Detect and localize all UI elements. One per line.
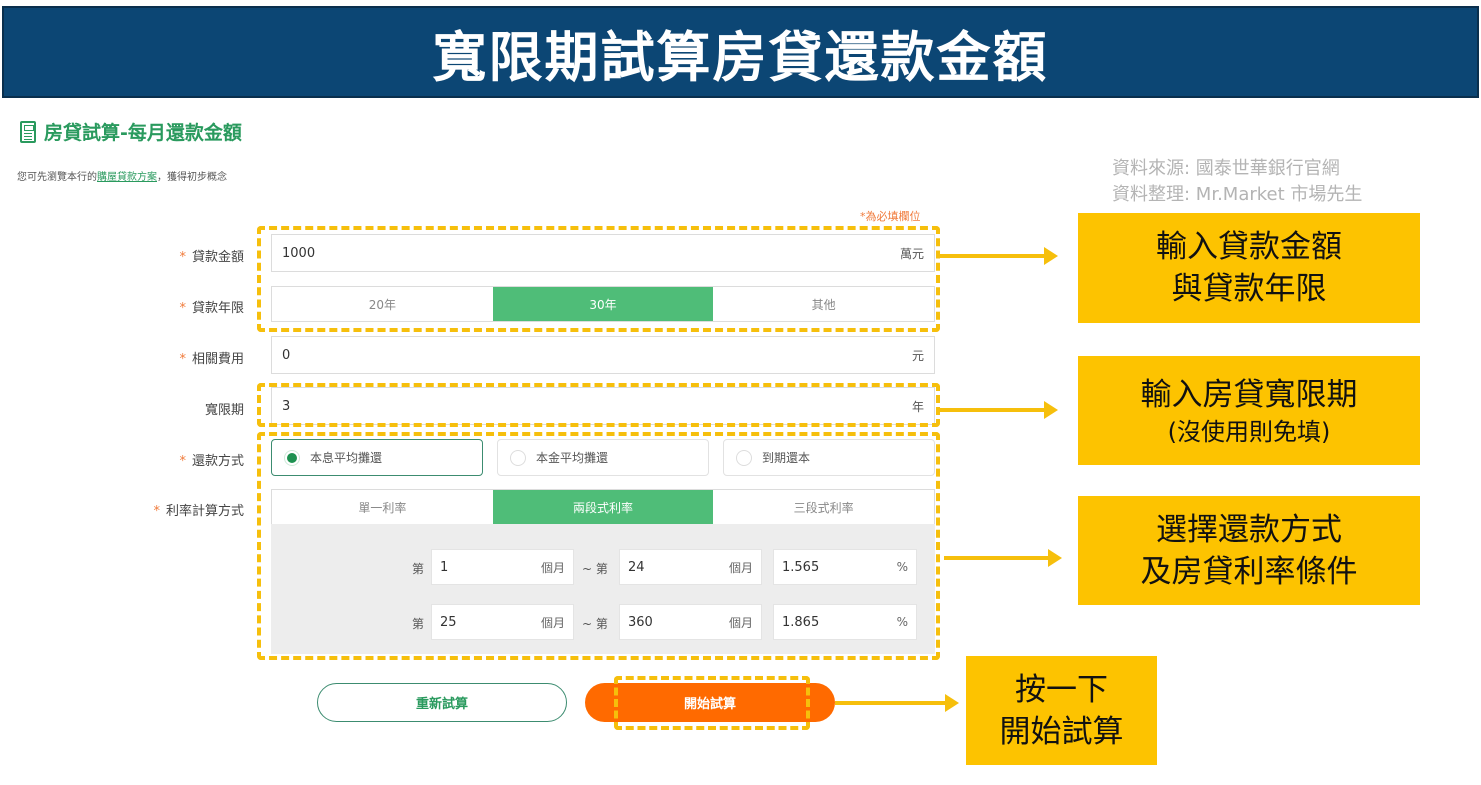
loan-amount-label-text: 貸款金額 [191,250,244,265]
tier-2-to-value: 360 [628,614,653,630]
loan-term-selector: 20年 30年 其他 [271,286,935,322]
rate-method-label: * 利率計算方式 [124,500,244,519]
section-title-text: 房貸試算-每月還款金額 [44,122,242,144]
repayment-option-bullet[interactable]: 到期還本 [723,439,935,476]
source-line-1: 資料來源: 國泰世華銀行官網 [1112,158,1340,179]
repayment-option-label: 到期還本 [762,451,811,465]
required-star: * [153,504,160,519]
rate-method-selector: 單一利率 兩段式利率 三段式利率 [271,489,935,525]
tier-1-rate-value: 1.565 [782,559,820,575]
grace-period-input[interactable]: 3 年 [271,387,935,425]
tier-2-from-input[interactable]: 25 個月 [431,604,574,640]
loan-amount-unit: 萬元 [899,246,924,261]
callout-line-1: 選擇還款方式 [1156,511,1342,548]
banner: 寬限期試算房貸還款金額 [2,6,1479,98]
arrow-right-icon [944,549,1062,567]
grace-label-text: 寬限期 [204,403,244,418]
calculator-icon [20,120,36,143]
repayment-label-text: 還款方式 [191,454,244,469]
fees-value: 0 [282,347,291,363]
reset-button[interactable]: 重新試算 [317,683,567,722]
tier-1-rate-input[interactable]: 1.565 % [773,549,917,585]
repayment-option-equal-principal[interactable]: 本金平均攤還 [497,439,709,476]
tier-1-rate-unit: % [896,560,908,574]
callout-line-2: (沒使用則免填) [1167,417,1331,446]
callout-line-2: 與貸款年限 [1171,271,1327,307]
fees-label-text: 相關費用 [191,352,244,367]
tier-2-to-input[interactable]: 360 個月 [619,604,762,640]
required-star: * [179,352,186,367]
required-star: * [179,454,186,469]
repayment-option-label: 本息平均攤還 [310,451,383,465]
callout-line-2: 及房貸利率條件 [1140,553,1358,590]
tier-2-sep: ~ 第 [582,617,608,631]
tier-1-from-value: 1 [440,559,449,575]
tier-1-to-input[interactable]: 24 個月 [619,549,762,585]
intro-suffix: ，獲得初步概念 [157,172,227,183]
start-calculation-button[interactable]: 開始試算 [585,683,835,722]
required-star: * [179,301,186,316]
loan-term-label: * 貸款年限 [124,297,244,316]
tier-1-from-input[interactable]: 1 個月 [431,549,574,585]
callout-repayment-rate: 選擇還款方式 及房貸利率條件 [1078,496,1420,605]
rate-method-single[interactable]: 單一利率 [358,500,407,515]
intro-text: 您可先瀏覽本行的購屋貸款方案，獲得初步概念 [17,168,227,183]
grace-label: 寬限期 [124,399,244,418]
radio-unselected-icon [736,449,752,466]
grace-value: 3 [282,398,291,414]
repayment-option-equal-payment[interactable]: 本息平均攤還 [271,439,483,476]
callout-line-1: 按一下 [1015,671,1108,708]
rate-method-three-stage[interactable]: 三段式利率 [793,500,854,515]
callout-loan-amount-term: 輸入貸款金額 與貸款年限 [1078,213,1420,323]
tier-2-from-unit: 個月 [540,615,565,630]
tier-2-rate-value: 1.865 [782,614,820,630]
source-note: 資料來源: 國泰世華銀行官網 資料整理: Mr.Market 市場先生 [1112,156,1362,208]
tier-2-to-unit: 個月 [728,615,753,630]
grace-unit: 年 [911,399,924,414]
loan-amount-value: 1000 [282,245,316,261]
tier-1-to-value: 24 [628,559,645,575]
tier-1-to-unit: 個月 [728,560,753,575]
rate-method-two-stage[interactable]: 兩段式利率 [492,490,714,524]
radio-selected-icon [284,449,300,466]
source-line-2: 資料整理: Mr.Market 市場先生 [1112,184,1363,205]
required-note: *為必填欄位 [860,210,921,223]
intro-prefix: 您可先瀏覽本行的 [17,172,97,183]
loan-plan-link[interactable]: 購屋貸款方案 [97,172,157,183]
required-star: * [179,250,186,265]
arrow-right-icon [940,401,1058,419]
callout-grace-period: 輸入房貸寬限期 (沒使用則免填) [1078,356,1420,465]
loan-amount-input[interactable]: 1000 萬元 [271,234,935,272]
callout-line-2: 開始試算 [999,713,1124,750]
banner-title: 寬限期試算房貸還款金額 [432,25,1049,89]
radio-unselected-icon [510,449,526,466]
loan-term-option-20[interactable]: 20年 [368,297,396,312]
fees-unit: 元 [911,348,924,363]
loan-term-label-text: 貸款年限 [191,301,244,316]
callout-line-1: 輸入房貸寬限期 [1140,376,1358,413]
tier-2-from-value: 25 [440,614,457,630]
callout-line-1: 輸入貸款金額 [1156,229,1342,265]
callout-start: 按一下 開始試算 [966,656,1157,765]
tier-1-from-unit: 個月 [540,560,565,575]
repayment-label: * 還款方式 [124,450,244,469]
section-title: 房貸試算-每月還款金額 [20,118,242,145]
tier-2-rate-unit: % [896,615,908,629]
loan-amount-label: * 貸款金額 [124,246,244,265]
tier-1-sep: ~ 第 [582,562,608,576]
loan-term-option-30[interactable]: 30年 [492,287,714,321]
fees-input[interactable]: 0 元 [271,336,935,374]
rate-method-label-text: 利率計算方式 [165,504,244,519]
loan-term-option-other[interactable]: 其他 [811,297,836,312]
tier-1-prefix: 第 [412,562,425,576]
repayment-option-label: 本金平均攤還 [536,451,609,465]
fees-label: * 相關費用 [124,348,244,367]
arrow-right-icon [940,247,1058,265]
tier-2-prefix: 第 [412,617,425,631]
arrow-right-icon [835,694,959,712]
tier-2-rate-input[interactable]: 1.865 % [773,604,917,640]
